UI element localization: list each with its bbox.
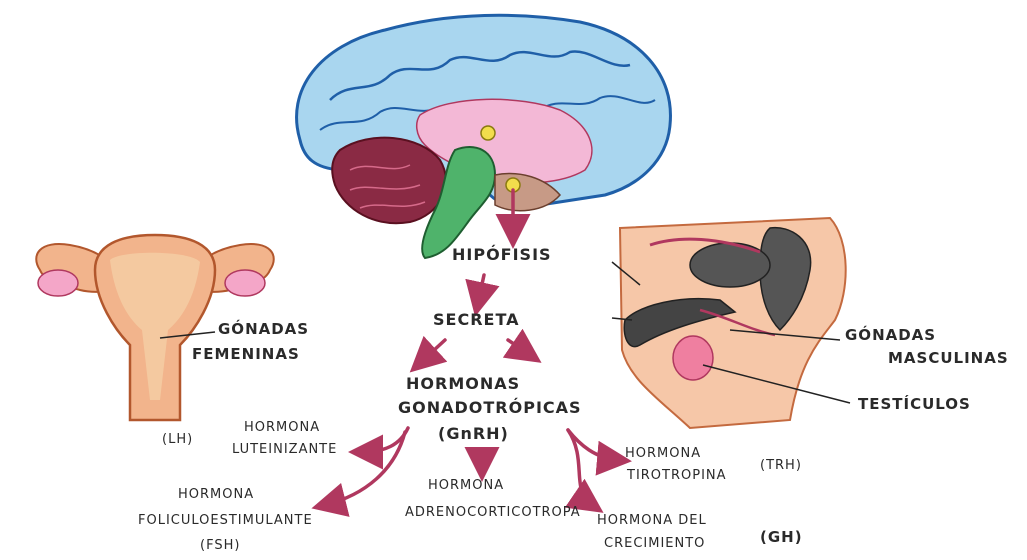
ovary-right bbox=[225, 270, 265, 296]
bladder bbox=[690, 243, 770, 287]
secreta-label: SECRETA bbox=[433, 310, 520, 329]
trh-label-1: HORMONA bbox=[625, 446, 701, 461]
ovary-left bbox=[38, 270, 78, 296]
luteinizante-label-2: LUTEINIZANTE bbox=[232, 442, 337, 457]
hormonas-label-3: (GnRH) bbox=[438, 424, 509, 443]
gh-label-3: (GH) bbox=[760, 528, 803, 546]
trh-label-3: (TRH) bbox=[760, 458, 802, 473]
fsh-label-3: (FSH) bbox=[200, 538, 240, 553]
gonadas-masculinas-label-2: MASCULINAS bbox=[888, 349, 1009, 367]
hormonas-label-2: GONADOTRÓPICAS bbox=[398, 398, 582, 417]
hipofisis-label: HIPÓFISIS bbox=[452, 245, 552, 264]
testicle bbox=[673, 336, 713, 380]
acth-label-1: HORMONA bbox=[428, 478, 504, 493]
male-anatomy-illustration bbox=[620, 218, 846, 428]
arrow-secreta-to-hormonas-left bbox=[420, 340, 445, 363]
gonadas-femeninas-label-1: GÓNADAS bbox=[218, 320, 309, 338]
luteinizante-label-1: HORMONA bbox=[244, 420, 320, 435]
gh-label-2: CRECIMIENTO bbox=[604, 536, 705, 551]
cerebellum bbox=[332, 138, 446, 224]
acth-label-2: ADRENOCORTICOTROPA bbox=[405, 505, 581, 520]
fsh-label-1: HORMONA bbox=[178, 487, 254, 502]
arrow-hipofisis-to-secreta bbox=[478, 275, 484, 303]
gonadas-masculinas-label-1: GÓNADAS bbox=[845, 326, 936, 344]
arrow-secreta-to-hormonas-right bbox=[508, 340, 530, 355]
trh-label-2: TIROTROPINA bbox=[627, 468, 727, 483]
hormonas-label-1: HORMONAS bbox=[406, 374, 520, 393]
lh-abbr-label: (LH) bbox=[162, 432, 193, 447]
testiculos-label: TESTÍCULOS bbox=[858, 395, 971, 413]
hypothalamus-dot bbox=[481, 126, 495, 140]
brain-illustration bbox=[297, 15, 671, 258]
fsh-label-2: FOLICULOESTIMULANTE bbox=[138, 513, 313, 528]
gonadas-femeninas-label-2: FEMENINAS bbox=[192, 345, 300, 363]
flow-arrows bbox=[325, 190, 618, 505]
gh-label-1: HORMONA DEL bbox=[597, 513, 707, 528]
